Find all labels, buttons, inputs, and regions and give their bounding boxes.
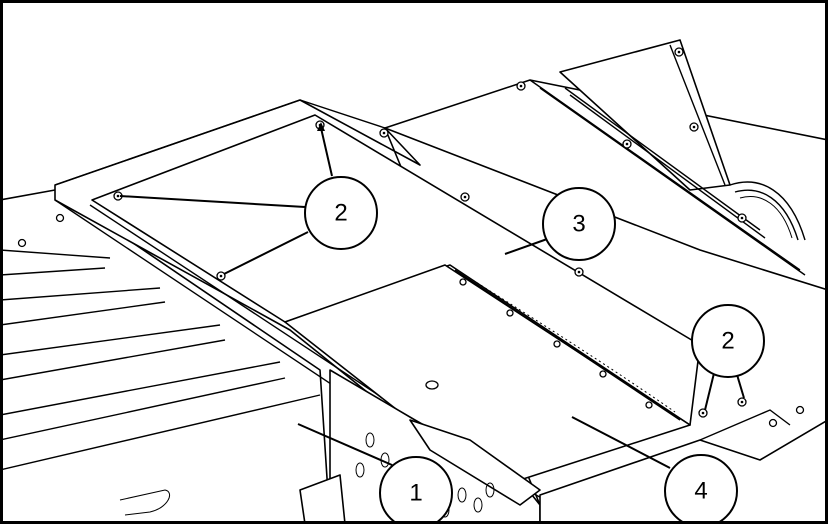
- callout-label: 3: [572, 211, 585, 238]
- right-housing: [384, 39, 828, 291]
- left-bed: [0, 189, 331, 524]
- callout-1: 1: [379, 456, 453, 524]
- callout-label: 2: [334, 200, 347, 227]
- leader-lines: [119, 122, 745, 469]
- callout-3: 3: [542, 187, 616, 261]
- callout-label: 2: [721, 328, 734, 355]
- callout-2-top: 2: [304, 176, 378, 250]
- callout-label: 4: [694, 478, 707, 505]
- callout-4: 4: [664, 454, 738, 524]
- screw-set: [17, 47, 805, 428]
- callout-2-right: 2: [691, 304, 765, 378]
- callout-label: 1: [409, 480, 422, 507]
